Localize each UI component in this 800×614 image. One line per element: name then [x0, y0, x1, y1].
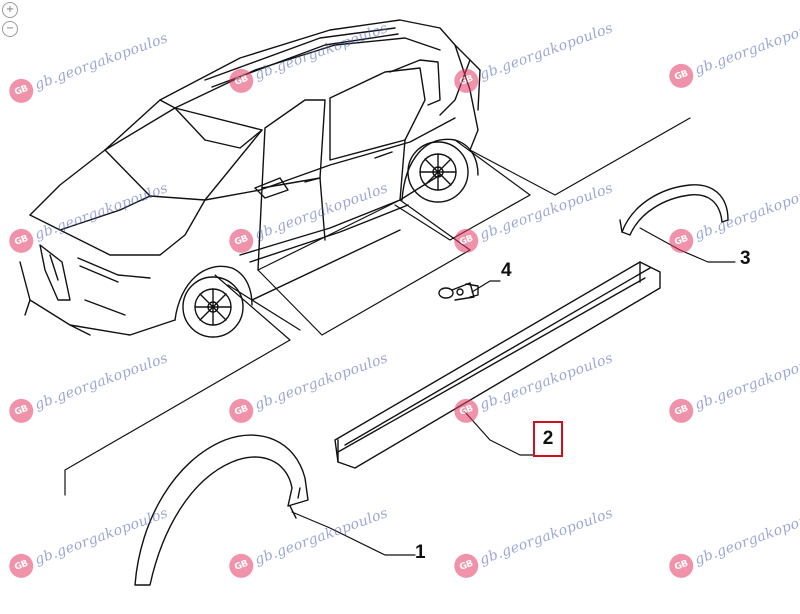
callout-number-4[interactable]: 4 [501, 260, 512, 281]
part-1-wheel-arch-moulding[interactable] [134, 434, 309, 586]
part-4-fastening-clip[interactable] [438, 282, 479, 301]
part-3-front-wheel-arch-moulding[interactable] [619, 184, 729, 236]
leader-line-1 [291, 511, 416, 556]
zoom-in-button[interactable]: + [2, 2, 18, 18]
callout-number-1[interactable]: 1 [415, 542, 426, 563]
zoom-out-button[interactable]: − [2, 21, 18, 37]
projection-frames [64, 117, 691, 496]
callout-number-2-highlighted[interactable]: 2 [533, 421, 563, 457]
leader-line-3 [639, 227, 736, 263]
leader-line-2 [464, 411, 534, 456]
part-2-side-sill-moulding[interactable] [334, 261, 661, 469]
car-illustration [19, 19, 481, 338]
zoom-controls: + − [2, 2, 20, 38]
leader-line-4 [471, 280, 501, 293]
callout-number-3[interactable]: 3 [740, 248, 751, 269]
